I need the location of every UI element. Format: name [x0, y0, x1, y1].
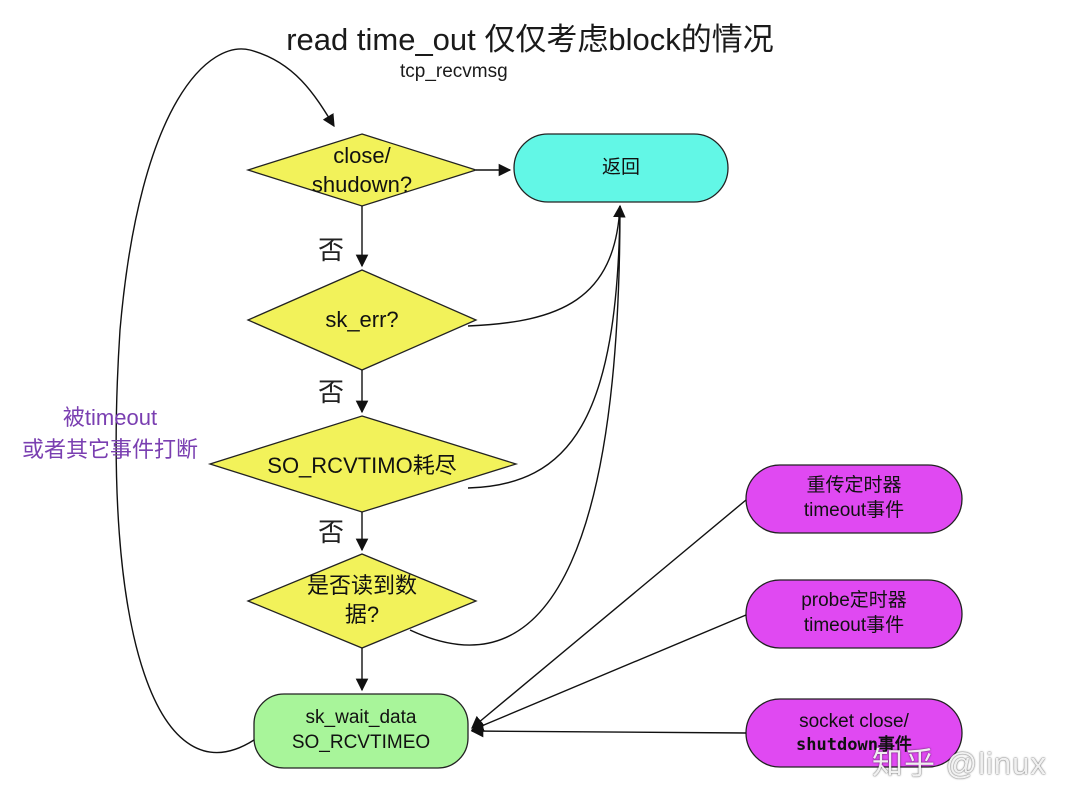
arrow-retrans-to-wait [471, 499, 747, 729]
timeout-check-label: SO_RCVTIMO耗尽 [267, 452, 457, 478]
retrans-event-label: 重传定时器 timeout事件 [803, 475, 905, 521]
wait-node-label: sk_wait_data SO_RCVTIMEO [291, 707, 431, 753]
return-node-shape [513, 133, 729, 203]
watermark: 知乎 @linux [872, 746, 1047, 781]
retrans-event-shape [745, 464, 963, 534]
socket-event-line1: socket close/ [799, 710, 909, 732]
interrupt-note-line1: 被timeout [62, 405, 158, 430]
arrow-data-to-return [409, 205, 621, 646]
interrupt-note: 被timeout 或者其它事件打断 [4, 402, 216, 466]
wait-node-shape [253, 693, 469, 769]
probe-event-label: probe定时器 timeout事件 [801, 590, 907, 636]
socket-event-line2: shutdown事件 [796, 735, 912, 756]
diagram-title: read time_out 仅仅考虑block的情况 [286, 22, 774, 57]
arrow-err-to-return [467, 204, 626, 327]
socket-event-label: socket close/ shutdown事件 [746, 699, 962, 767]
return-node-label: 返回 [601, 156, 640, 178]
err-check-label: sk_err? [325, 306, 399, 332]
no-label-2: 否 [318, 377, 345, 407]
interrupt-note-line2: 或者其它事件打断 [21, 436, 198, 462]
arrow-probe-to-wait [470, 614, 747, 732]
diagram-subtitle: tcp_recvmsg [400, 61, 508, 82]
no-label-1: 否 [318, 235, 345, 265]
arrow-timeout-to-return [467, 205, 621, 489]
close-check-label: close/ shudown? [311, 143, 413, 197]
probe-event-shape [745, 579, 963, 649]
arrow-loop-back [115, 48, 335, 753]
data-check-label: 是否读到数 据? [306, 573, 417, 627]
arrow-socket-to-wait [470, 724, 747, 738]
no-label-3: 否 [318, 517, 345, 547]
